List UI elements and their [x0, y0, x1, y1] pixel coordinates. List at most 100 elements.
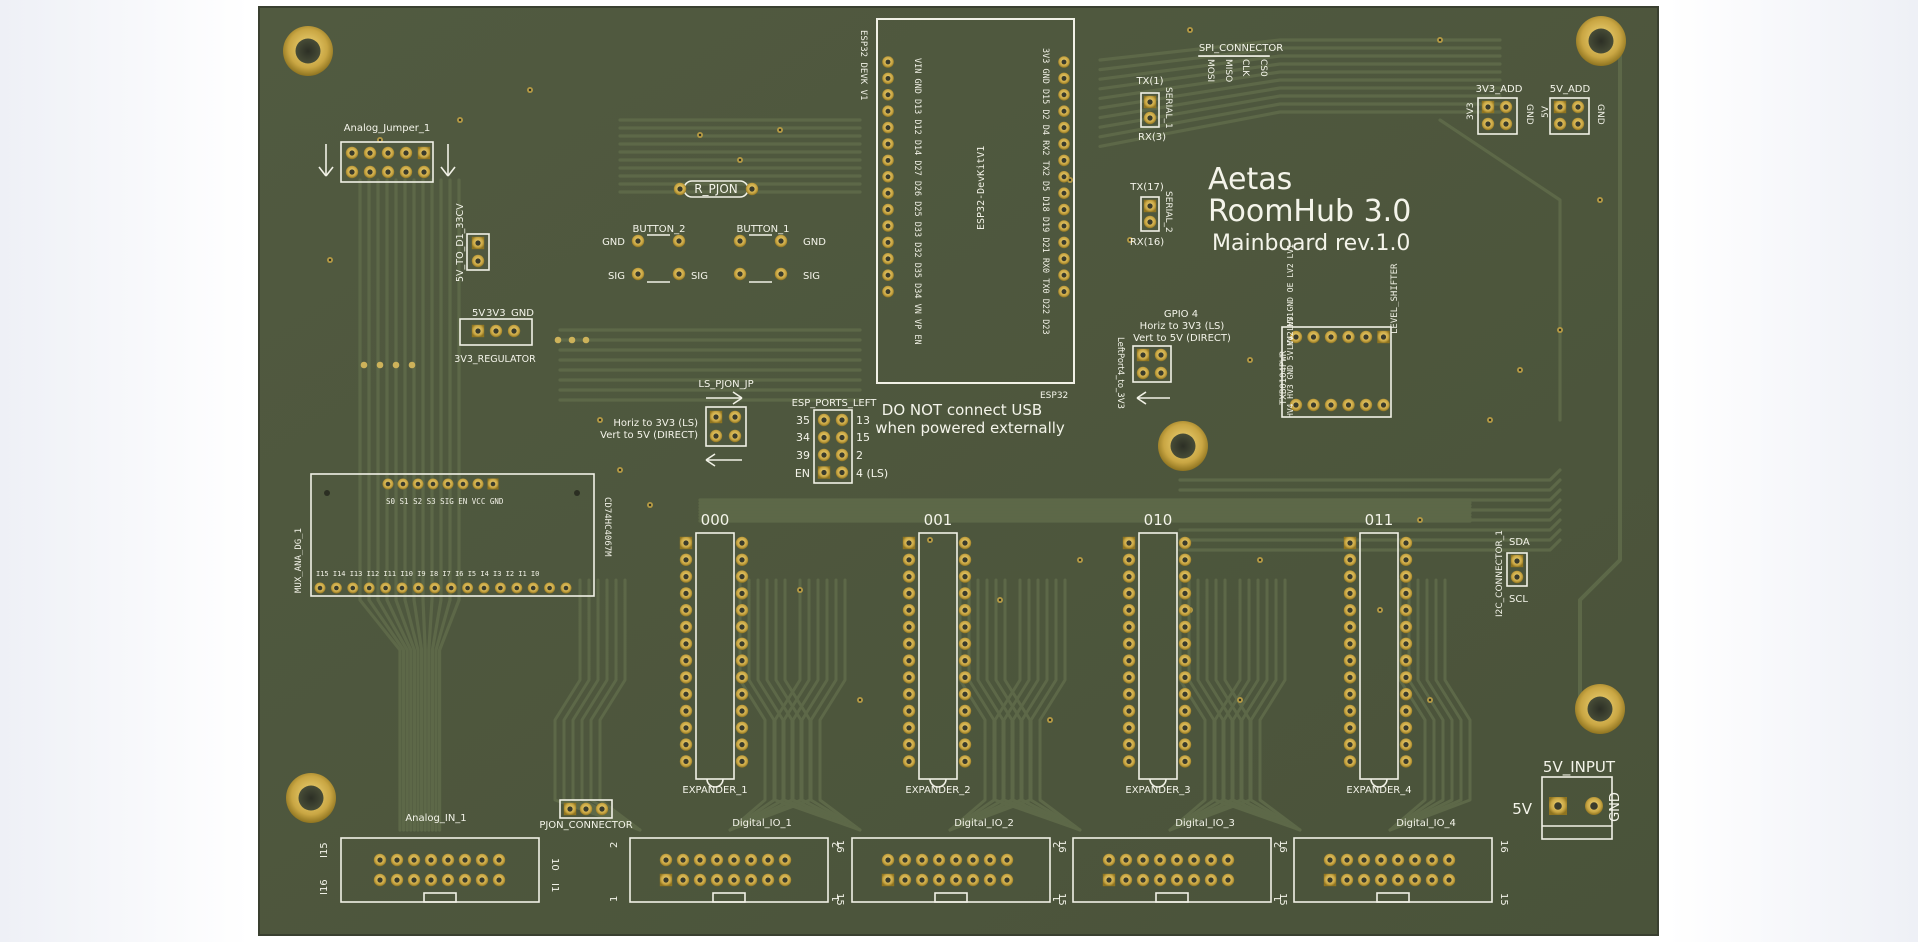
pad-hole	[1347, 590, 1353, 597]
digital-io-pin-2: 2	[1052, 842, 1063, 848]
pad-hole	[962, 691, 968, 697]
usb-warning-line1: DO NOT connect USB	[882, 401, 1042, 419]
digital-io-pin-1: 1	[831, 896, 842, 902]
pad-hole	[1412, 877, 1418, 883]
pad-hole	[962, 540, 968, 546]
diode-label: 5V_TO_D1_33CV	[455, 203, 466, 282]
pad-hole	[1061, 157, 1067, 163]
digital-io-pin-2: 2	[1273, 842, 1284, 848]
pad-hole	[885, 108, 891, 114]
pad-hole	[1557, 121, 1563, 127]
digital-io-label: Digital_IO_1	[732, 818, 792, 829]
level-shifter-outline	[1281, 326, 1392, 418]
serial2-rx-label: RX(16)	[1130, 237, 1164, 248]
digital-io-pin-1: 1	[1273, 896, 1284, 902]
pad-hole	[1403, 657, 1409, 664]
pad-hole	[1485, 104, 1491, 110]
trace	[438, 178, 461, 832]
silkscreen-line	[325, 166, 334, 177]
pad-hole	[962, 725, 968, 731]
digital-io-key	[712, 892, 746, 903]
digital-io-key	[1155, 892, 1189, 903]
power-input-label: 5V_INPUT	[1543, 758, 1616, 777]
pad-hole	[1061, 289, 1067, 295]
pad-hole	[1403, 758, 1409, 765]
pad-hole	[906, 590, 912, 597]
esp-port-34: 34	[796, 431, 810, 444]
pad-hole	[349, 150, 355, 156]
pad-hole	[462, 857, 468, 863]
esp32-right-pins: 3V3 GND D15 D2 D4 RX2 TX2 D5 D18 D19 D21…	[1040, 48, 1050, 335]
pad-hole	[1140, 877, 1146, 883]
pad-hole	[460, 481, 466, 487]
digital-io-pin-1: 1	[609, 896, 620, 902]
pad-hole	[530, 585, 536, 591]
pad-hole	[367, 150, 373, 156]
pad-hole	[1106, 857, 1112, 863]
pad-hole	[1347, 708, 1353, 714]
pad-hole	[1554, 802, 1562, 810]
i2c-sda: SDA	[1509, 537, 1530, 548]
pad-hole	[445, 857, 451, 863]
pad-hole	[1123, 857, 1129, 863]
mounting-hole-drill	[1170, 433, 1196, 459]
pad-hole	[490, 481, 496, 487]
via-hole	[928, 538, 932, 542]
pad-hole	[445, 877, 451, 883]
pad-hole	[676, 238, 682, 244]
pad-hole	[599, 806, 605, 812]
serial1-outline	[1140, 92, 1160, 128]
trace	[1178, 538, 1562, 552]
trace	[773, 578, 862, 832]
pad-hole	[885, 272, 891, 278]
serial2-label: SERIAL_2	[1163, 191, 1173, 233]
expander-address: 011	[1365, 511, 1394, 529]
pad-hole	[885, 289, 891, 295]
trace	[818, 578, 862, 832]
copper-traces	[358, 38, 1622, 832]
pad-hole	[962, 641, 968, 647]
pad-hole	[902, 877, 908, 883]
gpio4-horiz: Horiz to 3V3 (LS)	[1140, 321, 1225, 332]
pad-hole	[885, 190, 891, 196]
pad-hole	[683, 540, 689, 546]
esp32-module: ESP32 DEVK V1 VIN GND D13 D12 D14 D27 D2…	[858, 18, 1075, 401]
expander-notch	[706, 778, 724, 788]
pad-hole	[481, 585, 487, 591]
trace	[1098, 38, 1502, 62]
pad-hole	[739, 674, 745, 681]
pad-hole	[475, 258, 481, 264]
trace	[1240, 578, 1302, 832]
pad-hole	[1347, 758, 1353, 765]
pad-hole	[1403, 691, 1409, 697]
pad-hole	[1403, 590, 1409, 597]
regulator-outline	[459, 318, 533, 346]
analog-in-pin-i15: I15	[319, 842, 330, 858]
pad-hole	[1575, 121, 1581, 127]
pad-hole	[739, 573, 745, 580]
pad-hole	[475, 481, 481, 487]
trace	[421, 178, 427, 832]
pad-hole	[839, 417, 845, 423]
trace	[1029, 578, 1082, 832]
pad-hole	[739, 641, 745, 647]
pad-hole	[749, 186, 755, 192]
pad-hole	[962, 708, 968, 714]
pad-hole	[839, 434, 845, 441]
expander-outline	[1138, 532, 1178, 780]
pad-hole	[1380, 334, 1387, 340]
pad-hole	[885, 141, 891, 147]
pad-hole	[583, 806, 589, 812]
pad-hole	[1293, 402, 1299, 408]
esp-port-15: 15	[856, 431, 870, 444]
via-hole	[1418, 518, 1422, 522]
silkscreen-line	[440, 166, 449, 177]
trace	[1388, 578, 1445, 832]
expander-address: 001	[924, 511, 953, 529]
pad-hole	[1347, 641, 1353, 647]
pad-hole	[1106, 877, 1112, 883]
pad-hole	[465, 585, 470, 591]
